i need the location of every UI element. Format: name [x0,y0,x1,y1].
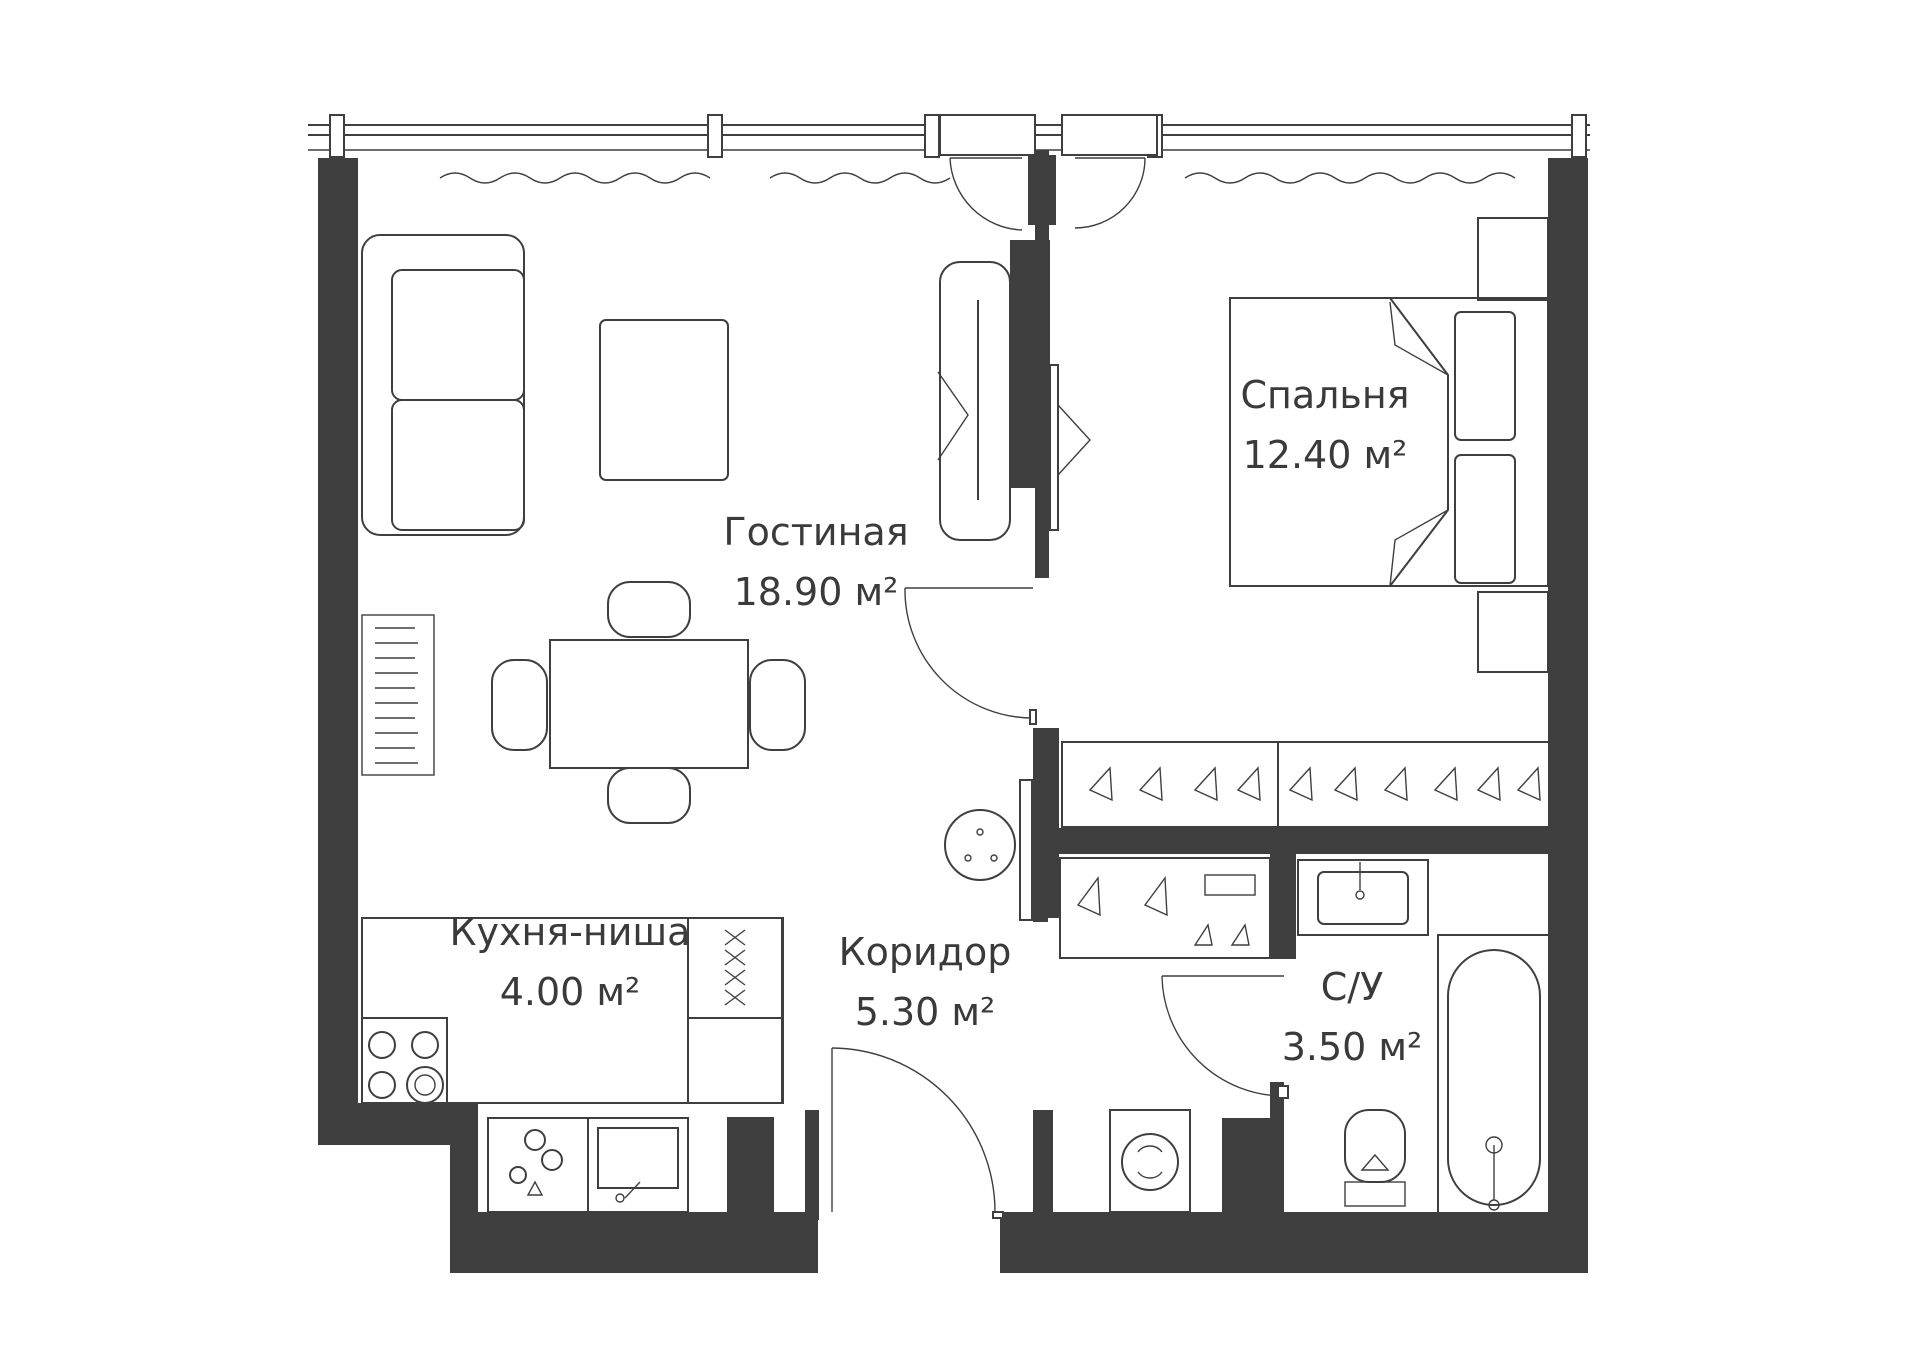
bathroom-area: 3.50 м² [1282,1025,1423,1069]
living-name: Гостиная [723,510,908,554]
label-kitchen: Кухня-ниша 4.00 м² [450,910,691,1014]
kitchen-column [727,1117,774,1214]
living-wall-light [1049,364,1091,531]
bathroom-name: С/У [1321,965,1384,1009]
bathroom-door [1161,975,1289,1099]
bedroom-area: 12.40 м² [1243,433,1408,477]
wardrobe-small [1059,857,1271,959]
stove [361,1017,448,1104]
label-living: Гостиная 18.90 м² [723,510,908,614]
kitchen-counter [361,917,784,1104]
walls [318,150,1588,1273]
bedroom-name: Спальня [1240,373,1409,417]
tv-cabinet [937,261,1011,541]
coat-stand [944,779,1033,921]
bathtub [1437,934,1551,1214]
corridor-area: 5.30 м² [855,990,996,1034]
curtains [439,172,1516,184]
coffee-table [599,319,729,481]
kitchen-area: 4.00 м² [500,970,641,1014]
washbasin [1297,859,1429,936]
label-bathroom: С/У 3.50 м² [1282,965,1423,1069]
dining-table [491,581,806,824]
radiator [361,614,435,776]
bed [1229,217,1549,673]
kitchen-sink [487,1117,689,1213]
living-door [904,587,1037,725]
entrance-door [831,1047,1004,1219]
living-area: 18.90 м² [734,570,899,614]
washing-machine [1109,1109,1191,1213]
corridor-name: Коридор [839,930,1012,974]
label-bedroom: Спальня 12.40 м² [1240,373,1409,477]
toilet [1344,1109,1406,1207]
label-corridor: Коридор 5.30 м² [839,930,1012,1034]
balcony-doors [939,114,1158,231]
wardrobe-main [1061,741,1553,828]
sofa [361,234,525,536]
kitchen-name: Кухня-ниша [450,910,691,954]
